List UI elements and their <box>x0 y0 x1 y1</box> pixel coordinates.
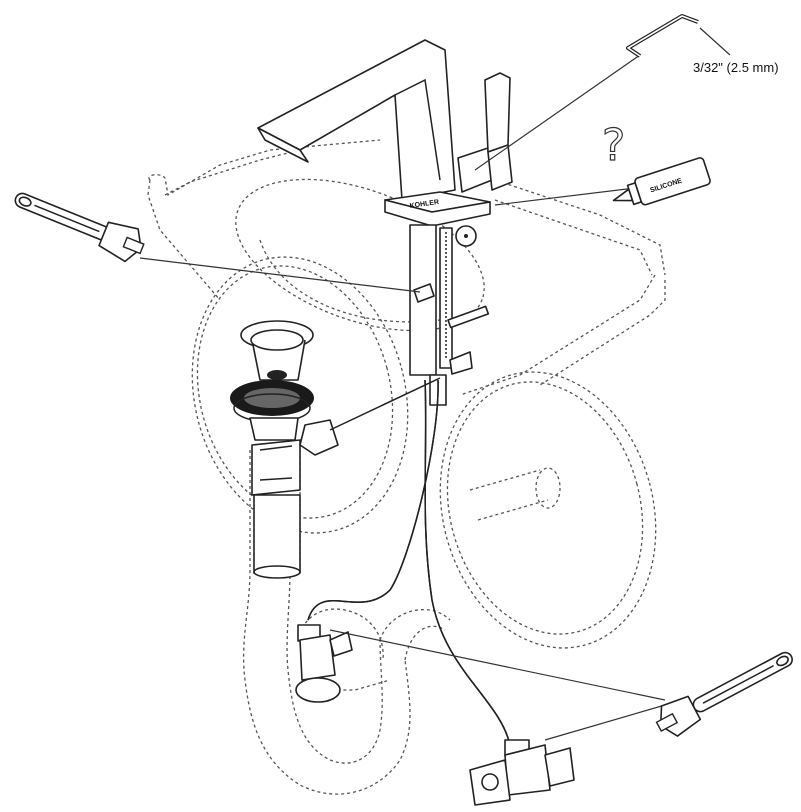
pop-up-drain <box>230 320 441 579</box>
silicone-tube-icon: SILICONE <box>612 157 711 206</box>
supply-lines <box>295 379 575 806</box>
hex-key-size-label: 3/32" (2.5 mm) <box>693 60 779 75</box>
adjustable-wrench-icon-lower <box>655 651 793 737</box>
adjustable-wrench-icon <box>14 192 145 263</box>
faucet: KOHLER <box>257 39 513 406</box>
leader-lines <box>139 27 731 741</box>
brand-mark: KOHLER <box>409 199 439 210</box>
question-mark-icon: ? <box>601 119 626 171</box>
svg-text:?: ? <box>602 120 625 171</box>
hex-key-icon <box>626 14 699 58</box>
